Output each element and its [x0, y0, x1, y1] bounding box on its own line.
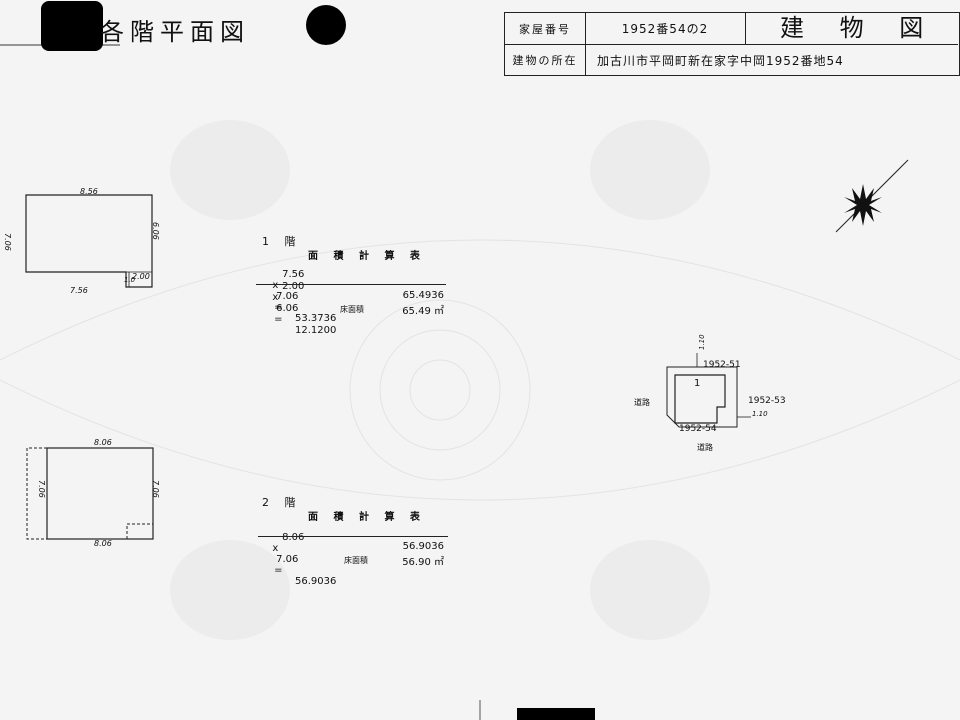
location-label-cell: 建物の所在 [505, 45, 586, 75]
floor1-row-a: 7.56 [282, 269, 305, 280]
watermark-flower [590, 540, 710, 640]
floor1-row-result: 53.3736 [295, 313, 337, 324]
floor1-dim-notch: 2.00 [132, 272, 150, 281]
site-dim-top: 1.10 [698, 334, 706, 350]
site-building-outline [674, 374, 726, 424]
floor1-dim-notch-vertical: 1.0 [124, 276, 136, 284]
floor2-heading: 2 階 [262, 496, 302, 509]
watermark-flower [170, 120, 290, 220]
floor2-row-result: 56.9036 [295, 576, 337, 587]
house-number-value-cell: 1952番54の2 [585, 13, 746, 45]
floor2-dim-left: 7.06 [37, 480, 46, 498]
north-arrow-icon [835, 159, 909, 233]
watermark-flower [170, 540, 290, 640]
site-lot-top-label: 1952-51 [703, 360, 741, 370]
redaction-block [41, 1, 103, 51]
site-lot-bottom-label: 1952-54 [679, 424, 717, 434]
floor1-dim-top: 8.56 [80, 187, 98, 196]
floor1-plan-drawing [25, 194, 153, 288]
floor2-dashed-overhang [26, 447, 47, 540]
right-title: 建 物 図 面 [780, 14, 960, 42]
floor2-dim-top: 8.06 [94, 438, 112, 447]
floor1-area-label: 床面積 [340, 305, 364, 314]
watermark-flower [590, 120, 710, 220]
floor1-dim-right: 6.06 [151, 222, 160, 240]
floor2-row-eq: = [274, 565, 283, 576]
floor2-row-op: x [272, 543, 279, 554]
floor1-sum-line [256, 284, 446, 285]
floor2-row-a: 8.06 [282, 532, 305, 543]
left-title: 各階平面図 [100, 18, 250, 46]
location-value: 加古川市平岡町新在家字中岡1952番地54 [597, 53, 844, 68]
house-number-label: 家屋番号 [519, 22, 571, 36]
watermark-arc [0, 239, 960, 361]
floor1-dim-left: 7.06 [3, 233, 12, 251]
floor2-dim-right: 7.06 [151, 480, 160, 498]
site-lot-outline [666, 366, 738, 428]
floor2-table-title: 面 積 計 算 表 [308, 512, 426, 523]
floor2-dim-bottom: 8.06 [94, 539, 112, 548]
floor2-area-label: 床面積 [344, 556, 368, 565]
house-number-label-cell: 家屋番号 [505, 13, 586, 45]
site-building-mark: 1 [694, 378, 701, 389]
floor1-row-eq: = [274, 302, 283, 313]
floor1-row-op: x [272, 292, 279, 303]
house-number-value: 1952番54の2 [621, 22, 709, 36]
site-road-bottom-label: 道路 [697, 443, 713, 452]
location-value-cell: 加古川市平岡町新在家字中岡1952番地54 [597, 45, 844, 75]
site-lot-right-label: 1952-53 [748, 396, 786, 406]
header-table: 家屋番号 1952番54の2 建物の所在 加古川市平岡町新在家字中岡1952番地… [504, 12, 960, 76]
floor1-row-b: 6.06 [276, 303, 299, 314]
floor1-row-op: x [272, 280, 279, 291]
floor1-row-a: 2.00 [282, 281, 305, 292]
floor2-sum-line [258, 536, 448, 537]
site-dim-right: 1.10 [752, 410, 768, 418]
floor2-row-b: 7.06 [276, 554, 299, 565]
location-label: 建物の所在 [512, 54, 578, 67]
floor2-outline [46, 447, 154, 540]
floor2-area-value: 56.90 ㎡ [402, 557, 444, 568]
floor2-row: 8.06 x 7.06 = 56.9036 [258, 521, 336, 587]
floor1-dim-bottom: 7.56 [70, 286, 88, 295]
site-plan-drawing [666, 353, 751, 428]
floor1-heading: 1 階 [262, 235, 302, 248]
floor1-row-result: 12.1200 [295, 325, 337, 336]
floor1-outline [25, 194, 153, 288]
floor1-row: 2.00 x 6.06 = 12.1200 [258, 270, 336, 336]
floor2-total: 56.9036 [402, 541, 444, 552]
redaction-block-bottom [517, 708, 595, 720]
floor1-total: 65.4936 [402, 290, 444, 301]
floor1-row: 7.56 x 7.06 = 53.3736 [258, 258, 336, 324]
floor1-area-value: 65.49 ㎡ [402, 306, 444, 317]
site-road-left-label: 道路 [634, 398, 650, 407]
redaction-circle [306, 5, 346, 45]
floor2-plan-drawing [26, 447, 154, 540]
floor1-row-b: 7.06 [276, 291, 299, 302]
floor1-table-title: 面 積 計 算 表 [308, 251, 426, 262]
floor2-dashed-notch [126, 523, 153, 539]
watermark-rosette [349, 299, 531, 481]
floor1-row-eq: = [274, 314, 283, 325]
